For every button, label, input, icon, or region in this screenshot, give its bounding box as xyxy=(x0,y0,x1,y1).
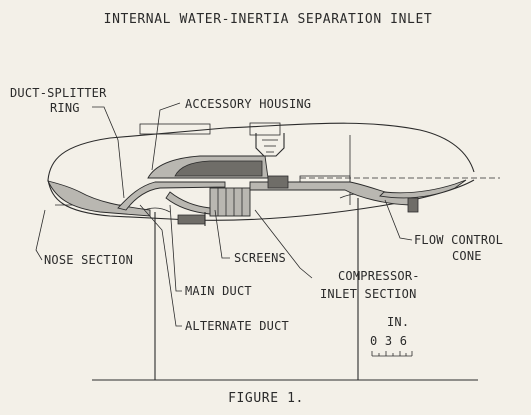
flow-control-cone xyxy=(379,179,467,199)
label-main-duct: MAIN DUCT xyxy=(185,284,252,298)
scale-ticks: 0 3 6 xyxy=(370,334,407,348)
label-screens: SCREENS xyxy=(234,251,286,265)
alternate-duct xyxy=(177,214,206,225)
label-compressor-inlet-1: COMPRESSOR- xyxy=(338,269,420,283)
leader-lines xyxy=(35,102,413,327)
flow-control-cone-actuator xyxy=(407,197,419,213)
inlet-body-outline xyxy=(47,122,500,221)
main-duct xyxy=(165,191,211,215)
label-flow-control: FLOW CONTROL xyxy=(414,233,503,247)
label-duct-splitter: DUCT-SPLITTER xyxy=(10,86,107,100)
label-cone: CONE xyxy=(452,249,482,263)
label-compressor-inlet-2: INLET SECTION xyxy=(320,287,417,301)
scale-bar: IN. 0 3 6 xyxy=(370,315,413,357)
label-nose-section: NOSE SECTION xyxy=(44,253,133,267)
label-ring: RING xyxy=(50,101,80,115)
figure-caption: FIGURE 1. xyxy=(228,391,304,406)
duct-splitter-ring xyxy=(117,181,226,211)
scale-unit: IN. xyxy=(387,315,409,329)
label-alternate-duct: ALTERNATE DUCT xyxy=(185,319,289,333)
compressor-rim xyxy=(299,175,351,183)
screens xyxy=(209,187,251,217)
support-stand xyxy=(92,193,478,381)
diagram-title: INTERNAL WATER-INERTIA SEPARATION INLET xyxy=(104,12,433,27)
accessory-housing-core xyxy=(174,160,263,177)
label-accessory-housing: ACCESSORY HOUSING xyxy=(185,97,311,111)
compressor-flange xyxy=(267,175,289,189)
